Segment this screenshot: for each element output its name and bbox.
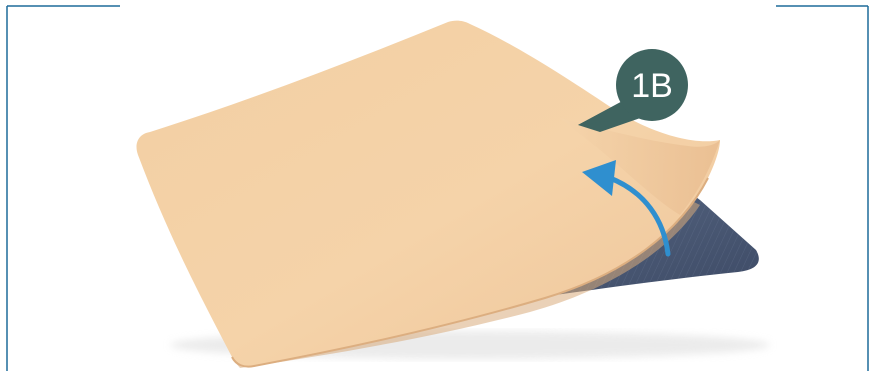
callout-label: 1B	[631, 67, 673, 105]
callout-1b: 1B	[578, 49, 688, 132]
